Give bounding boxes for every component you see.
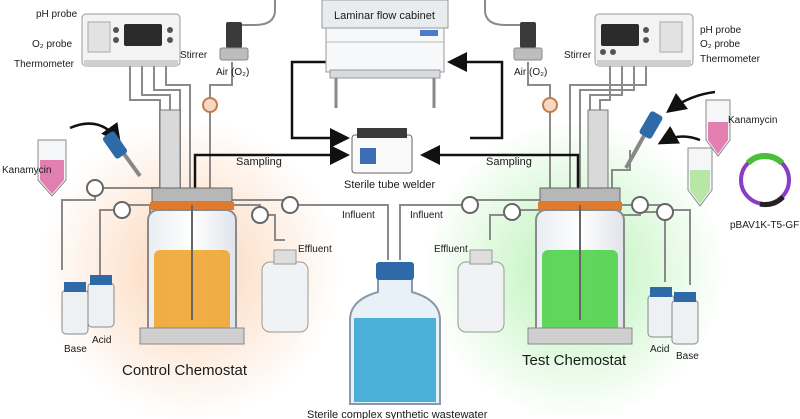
acid-label-right: Acid [650,344,669,355]
kanamycin-label-right: Kanamycin [728,115,777,126]
effluent-label-right: Effluent [434,244,468,255]
sampling-label-right: Sampling [486,156,532,168]
air-filter-right [542,97,558,113]
effluent-label-left: Effluent [298,244,332,255]
controller-right [594,13,694,67]
kanamycin-tube-left [37,139,67,197]
air-label-right: Air (O₂) [514,67,547,78]
influent-label-left: Influent [342,210,375,221]
stirrer-label-left: Stirrer [180,50,208,61]
o2-probe-label-left: O₂ probe [32,39,72,50]
test-reactor [527,109,633,345]
air-label-left: Air (O₂) [216,67,249,78]
pipette-left [102,131,142,178]
controller-left [81,13,181,67]
effluent-bottles [261,249,505,333]
air-meter-right [513,22,543,61]
stirrer-label-right: Stirrer [564,50,592,61]
laminar-label: Laminar flow cabinet [334,10,435,22]
gfp-tube [687,147,713,207]
thermometer-label-right: Thermometer [700,54,761,65]
base-label-right: Base [676,351,699,362]
control-chemostat-title: Control Chemostat [122,362,248,379]
sampling-label-left: Sampling [236,156,282,168]
acid-label-left: Acid [92,335,111,346]
pipette-right [624,111,663,169]
base-label-left: Base [64,344,87,355]
influent-label-right: Influent [410,210,443,221]
air-filter-left [202,97,218,113]
wastewater-label: Sterile complex synthetic wastewater [307,409,488,419]
ph-probe-label-left: pH probe [36,9,78,20]
control-reactor [139,109,245,345]
acid-base-bottles [61,275,699,345]
pumps [86,179,674,224]
kanamycin-tube-right [705,99,731,157]
wastewater-bottle [349,262,441,405]
flow-arrows [69,52,716,190]
kanamycin-label-left: Kanamycin [2,165,51,176]
tube-welder-label: Sterile tube welder [344,179,435,191]
tube-welder [351,128,413,174]
plasmid-label: pBAV1K-T5-GFP [730,220,800,231]
air-meter-left [219,22,249,61]
plasmid-icon [730,150,800,212]
thermometer-label-left: Thermometer [14,59,75,70]
laminar-cabinet [321,0,449,108]
ph-probe-label-right: pH probe [700,25,742,36]
test-chemostat-title: Test Chemostat [522,352,627,369]
o2-probe-label-right: O₂ probe [700,39,740,50]
